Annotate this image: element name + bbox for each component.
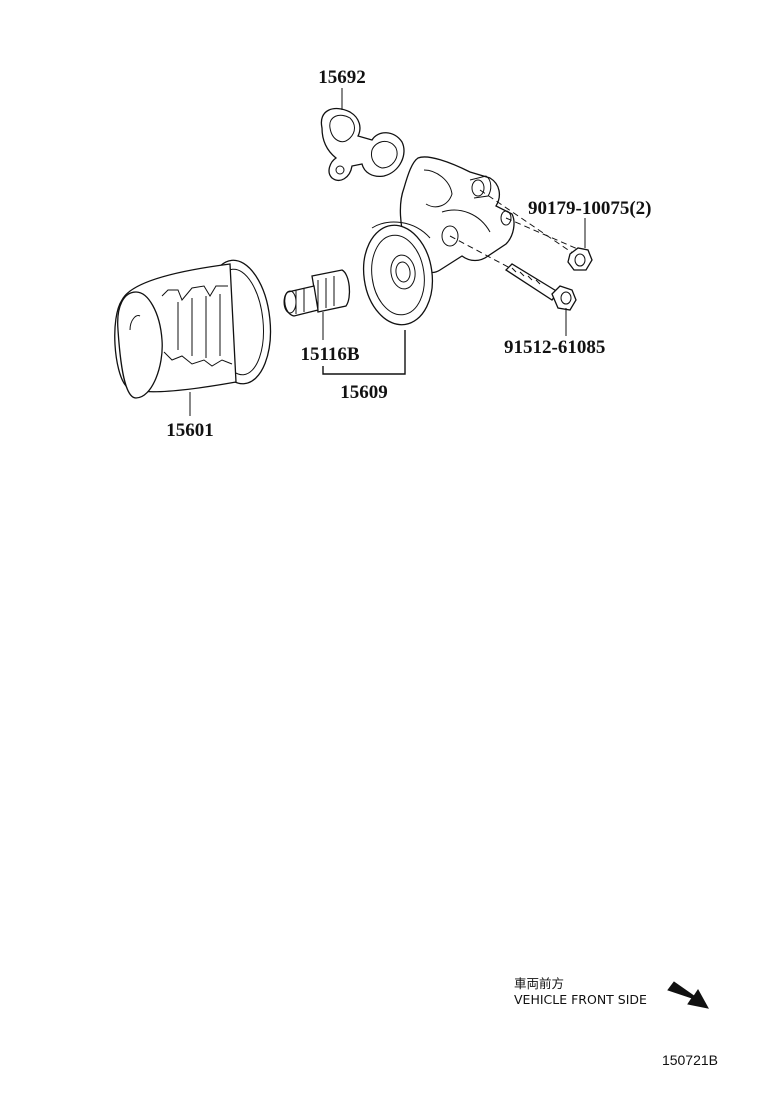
- nut-icon: [567, 247, 593, 271]
- part-label-90179: 90179-10075(2): [528, 198, 651, 219]
- direction-note-english: VEHICLE FRONT SIDE: [514, 992, 647, 1007]
- guide-line-nut-2: [505, 217, 581, 251]
- direction-note-japanese: 車両前方: [514, 976, 564, 991]
- guide-line-nut: [479, 189, 581, 259]
- part-label-15116b: 15116B: [300, 344, 359, 365]
- oil-filter-icon: [114, 259, 272, 399]
- valve-icon: [283, 269, 351, 317]
- arrow-icon: [667, 981, 709, 1009]
- part-label-15609: 15609: [340, 382, 388, 403]
- bolt-icon: [504, 263, 577, 311]
- guide-line-bolt: [449, 235, 511, 269]
- gasket-icon: [320, 107, 405, 181]
- group-bracket-15609: [322, 330, 406, 375]
- part-label-91512: 91512-61085: [504, 337, 605, 358]
- oil-filter-bracket-icon: [362, 156, 515, 326]
- part-label-15601: 15601: [166, 420, 214, 441]
- figure-reference: 150721B: [662, 1052, 718, 1068]
- part-label-15692: 15692: [318, 67, 366, 88]
